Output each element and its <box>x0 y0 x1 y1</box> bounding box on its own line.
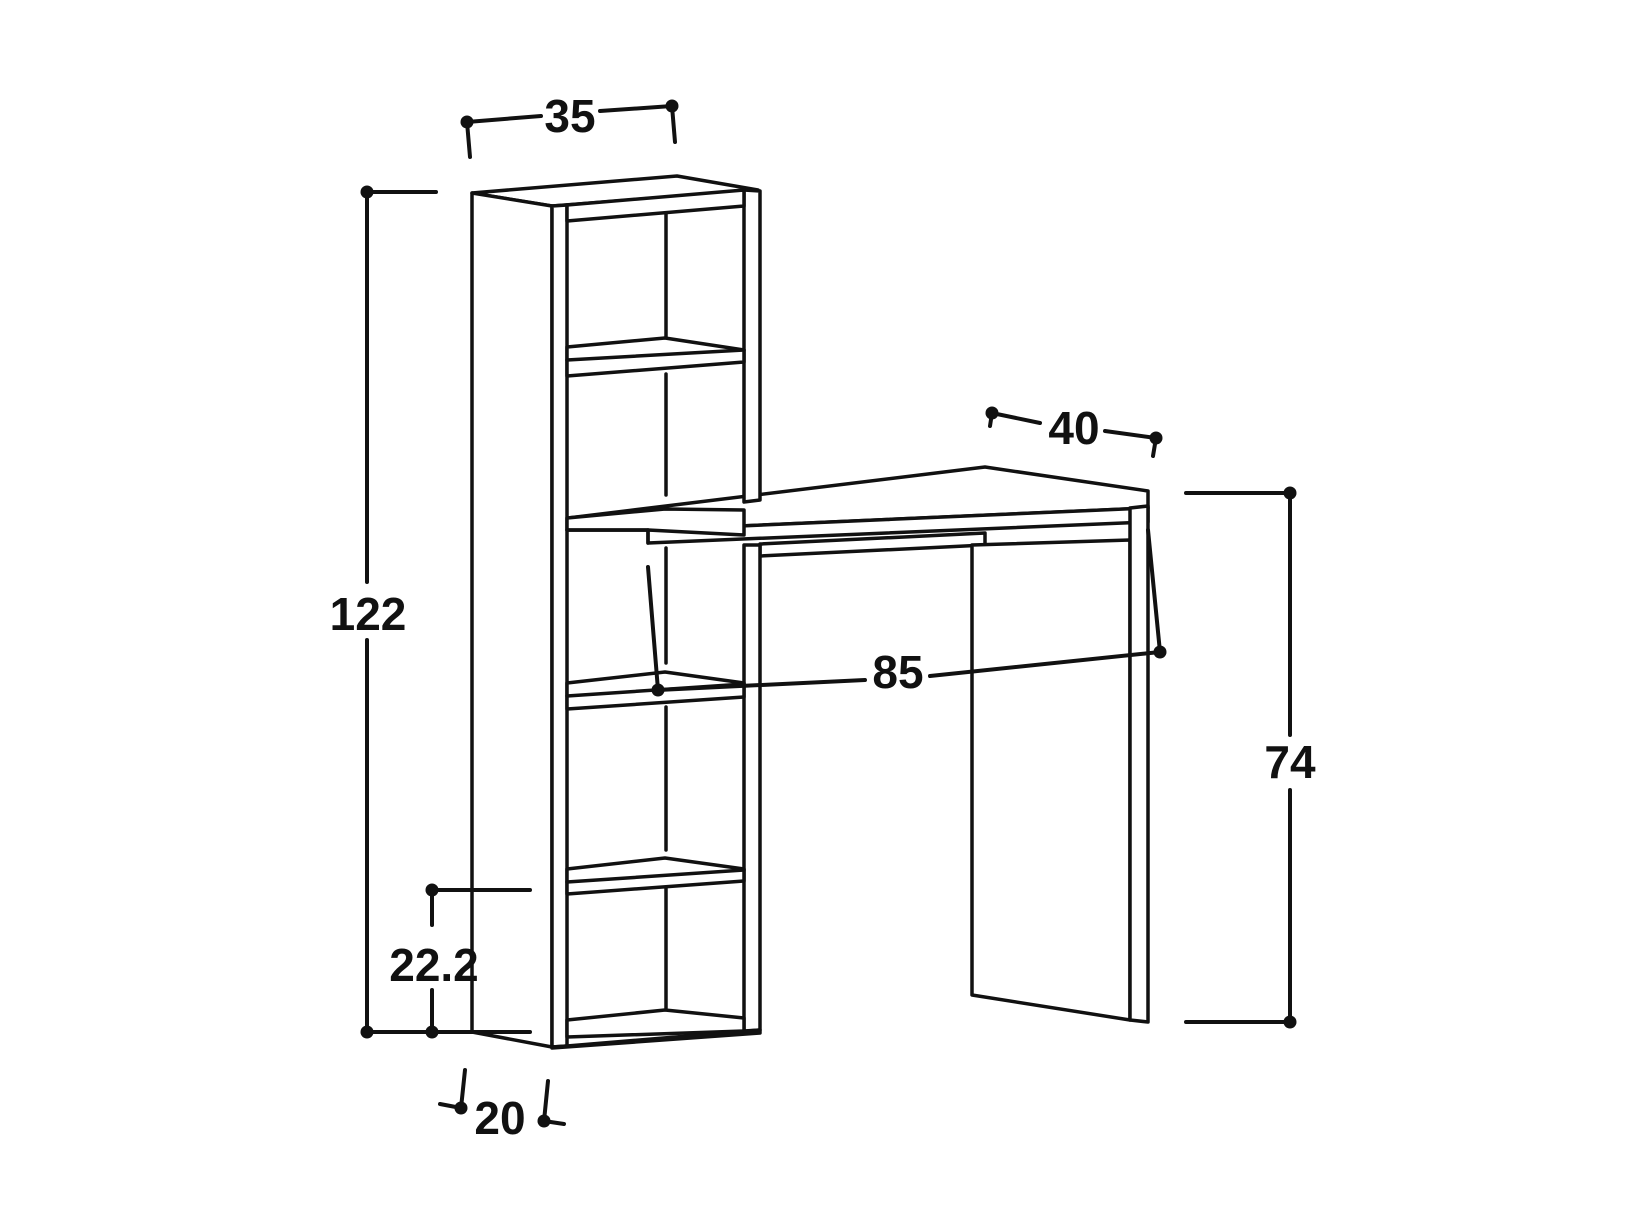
bookcase-bottom-rail <box>550 1028 762 1050</box>
dimension-depth-20: 20 <box>438 1068 566 1144</box>
label-width-35: 35 <box>544 90 595 142</box>
bookcase-front-right <box>742 188 762 504</box>
shelf-top-rail <box>565 188 746 223</box>
label-height-122: 122 <box>330 588 407 640</box>
shelf-1 <box>565 336 746 378</box>
dimension-desk-height-74: 74 <box>1184 486 1316 1029</box>
dimension-desk-depth-40: 40 <box>985 402 1163 458</box>
desk-right-leg <box>1128 504 1150 1024</box>
dimension-shelf-spacing: 22.2 <box>389 883 532 1039</box>
dimension-width-35: 35 <box>460 90 679 159</box>
label-desk-height-74: 74 <box>1264 736 1316 788</box>
label-desk-depth-40: 40 <box>1048 402 1099 454</box>
dimension-height-122: 122 <box>330 185 472 1039</box>
desk <box>566 465 1150 1024</box>
label-shelf-spacing: 22.2 <box>389 939 479 991</box>
bookcase-front-right-lower <box>742 543 762 1033</box>
dimension-desk-width-85: 85 <box>646 528 1167 698</box>
bookcase-front-left <box>550 203 569 1049</box>
bookcase <box>470 174 762 1050</box>
shelf-bottom <box>565 1008 746 1039</box>
desk-inner-leg <box>970 538 1132 1022</box>
bookcase-left-side <box>470 191 554 1049</box>
label-desk-width-85: 85 <box>872 646 923 698</box>
label-depth-20: 20 <box>474 1092 525 1144</box>
